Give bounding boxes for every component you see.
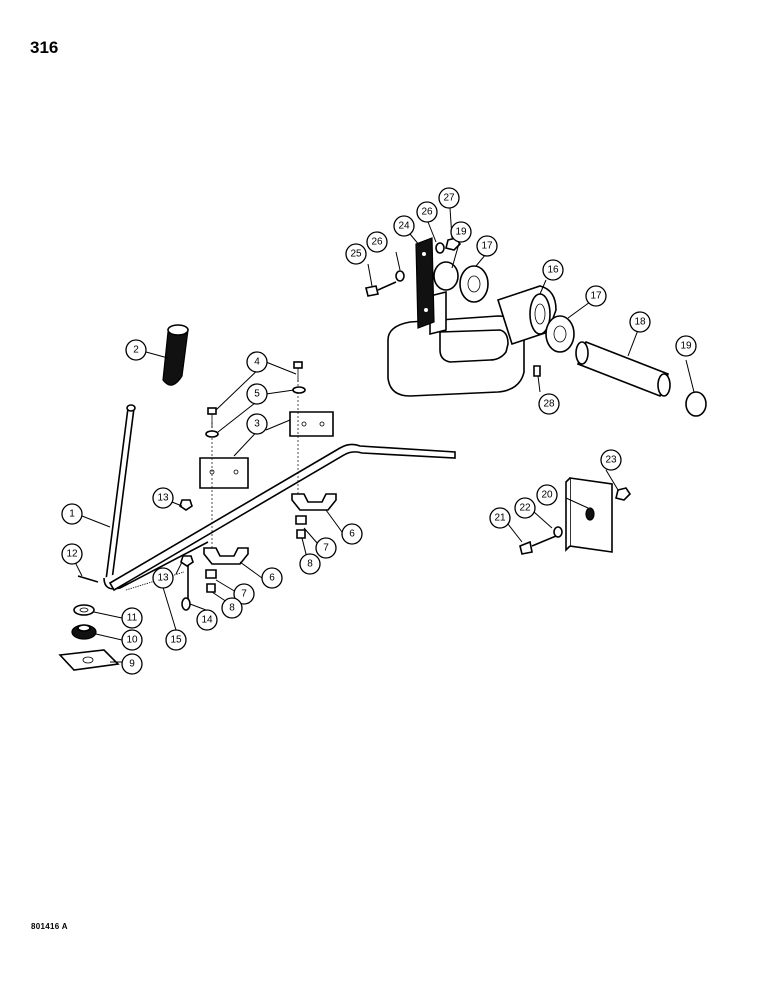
- svg-text:11: 11: [127, 613, 138, 624]
- callout-26-right: 26: [416, 201, 438, 223]
- callout-8-upper: 8: [299, 553, 321, 575]
- callout-7-upper: 7: [315, 537, 337, 559]
- svg-text:2: 2: [133, 345, 139, 356]
- svg-text:18: 18: [634, 317, 646, 328]
- callout-13-lower: 13: [152, 567, 174, 589]
- spring-and-eyebolt: [125, 499, 194, 611]
- callout-17-right: 17: [585, 285, 607, 307]
- callout-28: 28: [538, 393, 560, 415]
- svg-text:12: 12: [66, 549, 78, 560]
- svg-text:4: 4: [254, 357, 260, 368]
- hitch-hardware: [365, 237, 541, 377]
- svg-text:19: 19: [455, 227, 467, 238]
- leader-lines: [73, 207, 695, 663]
- svg-text:8: 8: [229, 603, 235, 614]
- pad-assembly: [519, 477, 632, 555]
- svg-text:14: 14: [201, 615, 213, 626]
- callout-19-left: 19: [450, 221, 472, 243]
- svg-text:10: 10: [126, 635, 138, 646]
- hitch-strap: [415, 237, 435, 329]
- callout-6-lower: 6: [261, 567, 283, 589]
- svg-text:27: 27: [443, 193, 455, 204]
- svg-text:3: 3: [254, 419, 260, 430]
- callout-3: 3: [246, 413, 268, 435]
- svg-text:28: 28: [543, 399, 555, 410]
- svg-text:19: 19: [680, 341, 692, 352]
- svg-text:6: 6: [269, 573, 275, 584]
- svg-text:8: 8: [307, 559, 313, 570]
- u-clamps: [203, 493, 337, 593]
- svg-text:26: 26: [421, 207, 433, 218]
- callout-11: 11: [121, 607, 143, 629]
- callout-19-right: 19: [675, 335, 697, 357]
- svg-text:17: 17: [481, 241, 493, 252]
- callout-4: 4: [246, 351, 268, 373]
- callout-6-upper: 6: [341, 523, 363, 545]
- callout-27: 27: [438, 187, 460, 209]
- callout-9: 9: [121, 653, 143, 675]
- svg-text:23: 23: [605, 455, 617, 466]
- svg-text:9: 9: [129, 659, 135, 670]
- svg-text:13: 13: [157, 573, 169, 584]
- svg-text:26: 26: [371, 237, 383, 248]
- callout-15: 15: [165, 629, 187, 651]
- callout-8-lower: 8: [221, 597, 243, 619]
- svg-text:25: 25: [350, 249, 362, 260]
- callout-10: 10: [121, 629, 143, 651]
- svg-text:20: 20: [541, 490, 553, 501]
- clamp-plates: [199, 380, 334, 548]
- bolts-washers: [205, 361, 306, 438]
- pivot-stack: [58, 575, 120, 671]
- callout-14: 14: [196, 609, 218, 631]
- figure-code: 801416 A: [31, 922, 68, 931]
- svg-text:13: 13: [157, 493, 169, 504]
- callout-25: 25: [345, 243, 367, 265]
- svg-text:7: 7: [241, 589, 247, 600]
- callout-12: 12: [61, 543, 83, 565]
- svg-text:21: 21: [494, 513, 506, 524]
- callout-5: 5: [246, 383, 268, 405]
- hitch-eye: [387, 285, 557, 397]
- lever-rod: [103, 404, 456, 592]
- hitch-pin: [545, 315, 707, 417]
- svg-text:24: 24: [398, 221, 410, 232]
- callout-2: 2: [125, 339, 147, 361]
- callout-16: 16: [542, 259, 564, 281]
- callout-22: 22: [514, 497, 536, 519]
- callout-21: 21: [489, 507, 511, 529]
- handle-grip: [162, 324, 189, 386]
- callout-26-left: 26: [366, 231, 388, 253]
- callout-17-left: 17: [476, 235, 498, 257]
- callout-1: 1: [61, 503, 83, 525]
- page-number: 316: [30, 38, 59, 57]
- svg-text:16: 16: [547, 265, 559, 276]
- callout-24: 24: [393, 215, 415, 237]
- callout-20: 20: [536, 484, 558, 506]
- callout-7-lower: 7: [233, 583, 255, 605]
- svg-text:5: 5: [254, 389, 260, 400]
- callout-18: 18: [629, 311, 651, 333]
- svg-text:7: 7: [323, 543, 329, 554]
- callout-13-upper: 13: [152, 487, 174, 509]
- callout-23: 23: [600, 449, 622, 471]
- svg-text:22: 22: [519, 503, 531, 514]
- svg-text:15: 15: [170, 635, 182, 646]
- svg-text:1: 1: [69, 509, 75, 520]
- svg-text:17: 17: [590, 291, 602, 302]
- svg-text:6: 6: [349, 529, 355, 540]
